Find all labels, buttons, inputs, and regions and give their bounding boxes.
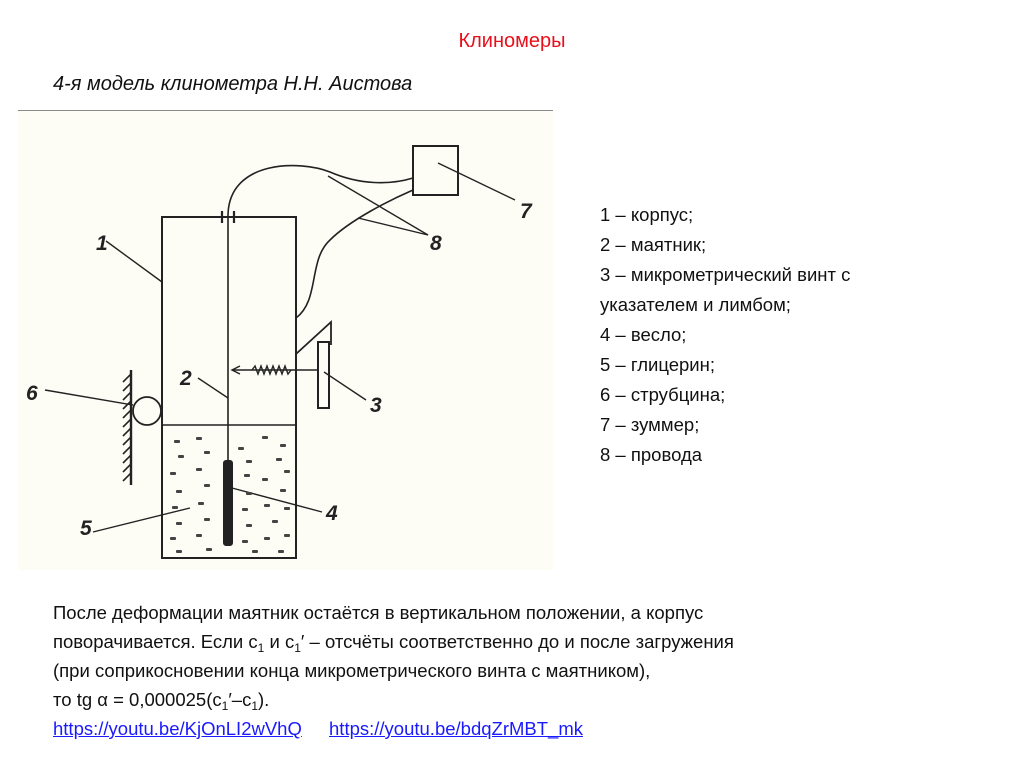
clinometer-diagram: 1 2 3 4 5 6 7 8 <box>18 110 553 570</box>
legend-item: 4 – весло; <box>600 324 687 345</box>
text-span: ′ – отсчёты соответственно до и после за… <box>300 631 734 652</box>
formula-line: то tg α = 0,000025(c1′–c1). <box>53 685 734 714</box>
buzzer <box>412 145 459 196</box>
text-span: поворачивается. Если c <box>53 631 258 652</box>
legend-item: 3 – микрометрический винт с <box>600 264 851 285</box>
legend-item: 2 – маятник; <box>600 234 707 255</box>
paddle <box>223 460 233 546</box>
wire-side <box>295 189 414 319</box>
text-span: и c <box>264 631 295 652</box>
para-line-1: После деформации маятник остаётся в верт… <box>53 602 704 623</box>
video-link-2[interactable]: https://youtu.be/bdqZrMBT_mk <box>329 718 583 739</box>
label-5: 5 <box>80 517 92 540</box>
legend-item: 7 – зуммер; <box>600 414 700 435</box>
clinometer-schematic: 1 2 3 4 5 6 7 8 <box>26 145 533 559</box>
pointer-bracket <box>295 319 332 355</box>
text-span: ). <box>258 689 270 710</box>
subscript: 1 <box>221 699 229 713</box>
slide-title: Клиномеры <box>458 30 566 52</box>
legend-item: 8 – провода <box>600 444 703 465</box>
legend-item: 1 – корпус; <box>600 204 694 225</box>
label-6: 6 <box>26 382 38 405</box>
label-4: 4 <box>325 502 338 525</box>
subscript: 1 <box>251 699 259 713</box>
screw-thread <box>251 364 292 376</box>
subscript: 1 <box>257 641 265 655</box>
legend-item: указателем и лимбом; <box>600 294 791 315</box>
glycerin-fill <box>170 436 290 553</box>
figure-top-rule <box>18 110 553 111</box>
legend-item: 5 – глицерин; <box>600 354 715 375</box>
para-line-2: поворачивается. Если c1 и c1′ – отсчёты … <box>53 627 734 656</box>
label-1: 1 <box>96 232 108 255</box>
para-line-3: (при соприкосновении конца микрометричес… <box>53 660 651 681</box>
legend-list: 1 – корпус; 2 – маятник; 3 – микрометрич… <box>600 200 850 470</box>
text-span: ′–c <box>228 689 252 710</box>
text-span: то tg α = 0,000025(c <box>53 689 222 710</box>
wire-top <box>227 164 414 215</box>
clamp-roller <box>132 396 162 426</box>
legend-item: 6 – струбцина; <box>600 384 726 405</box>
label-7: 7 <box>520 200 533 223</box>
label-2: 2 <box>179 367 192 390</box>
label-8: 8 <box>430 232 442 255</box>
video-links: https://youtu.be/KjOnLI2wVhQ https://you… <box>53 714 734 743</box>
explanation-paragraph: После деформации маятник остаётся в верт… <box>53 598 734 743</box>
slide-subtitle: 4-я модель клинометра Н.Н. Аистова <box>53 73 413 95</box>
label-3: 3 <box>370 394 382 417</box>
subscript: 1 <box>294 641 301 655</box>
video-link-1[interactable]: https://youtu.be/KjOnLI2wVhQ <box>53 718 302 739</box>
